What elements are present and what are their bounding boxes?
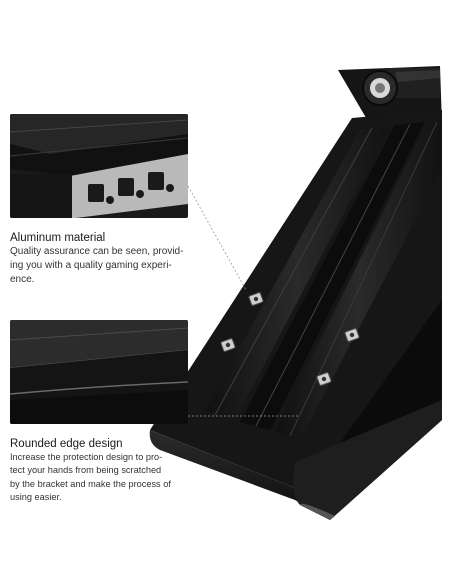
- feature-description-line: ence.: [10, 274, 35, 285]
- feature-description-line: by the bracket and make the process of: [10, 478, 171, 489]
- feature-description-line: ing you with a quality gaming experi-: [10, 260, 172, 271]
- guide-lines: [187, 185, 300, 417]
- feature-title: Rounded edge design: [10, 438, 123, 450]
- aluminum-profile-closeup: [10, 114, 188, 218]
- feature-description-line: Quality assurance can be seen, provid-: [10, 246, 184, 257]
- feature-description-line: using easier.: [10, 492, 62, 503]
- feature-description-line: tect your hands from being scratched: [10, 465, 162, 476]
- feature-rounded-edge: Rounded edge design Increase the protect…: [10, 437, 195, 505]
- feature-aluminum: Aluminum material Quality assurance can …: [10, 231, 200, 287]
- feature-description-line: Increase the protection design to pro-: [10, 452, 163, 462]
- feature-title: Aluminum material: [10, 232, 106, 244]
- rounded-edge-closeup: [10, 320, 188, 424]
- knob-icon: [338, 66, 442, 128]
